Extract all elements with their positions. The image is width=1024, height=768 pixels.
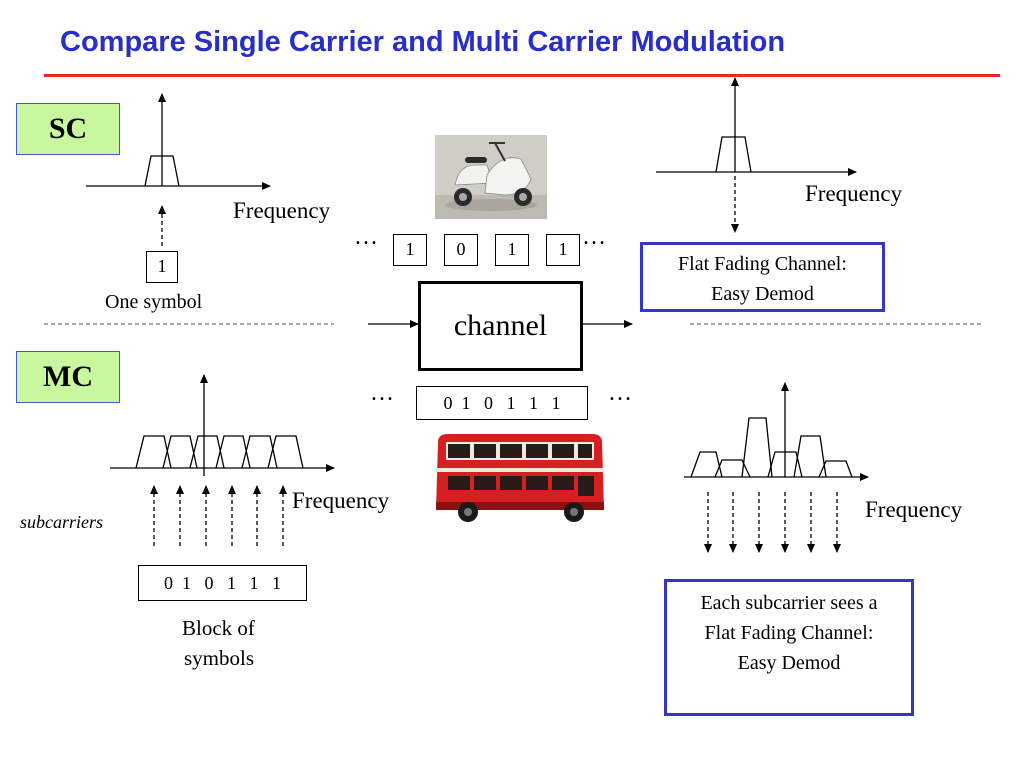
subcarriers-label: subcarriers xyxy=(20,512,104,532)
mc-stream-block: 0 1 0 1 1 1 xyxy=(416,386,588,420)
sc-input-spectrum xyxy=(86,93,271,190)
page-title: Compare Single Carrier and Multi Carrier… xyxy=(60,26,786,58)
mc-input-block: 0 1 0 1 1 1 xyxy=(138,565,307,601)
sc-stream-symbol-2: 0 xyxy=(444,234,478,266)
sc-label: SC xyxy=(16,103,120,155)
each-subcarrier-box: Each subcarrier sees a Flat Fading Chann… xyxy=(664,579,914,716)
flat-fading-line1: Flat Fading Channel: xyxy=(678,253,847,275)
flat-fading-box: Flat Fading Channel: Easy Demod xyxy=(640,242,885,312)
sc-output-frequency-label: Frequency xyxy=(805,181,903,206)
sc-symbol-box: 1 xyxy=(146,251,178,283)
mc-stream-ellipsis-left: … xyxy=(370,380,394,406)
sc-stream-symbol-3: 1 xyxy=(495,234,529,266)
each-subcarrier-line2: Flat Fading Channel: xyxy=(704,622,874,644)
sc-input-frequency-label: Frequency xyxy=(233,198,331,223)
mc-input-frequency-label: Frequency xyxy=(292,488,390,513)
flat-fading-line2: Easy Demod xyxy=(711,283,814,305)
mc-label: MC xyxy=(16,351,120,403)
each-subcarrier-line1: Each subcarrier sees a xyxy=(700,592,878,614)
channel-box: channel xyxy=(418,281,583,371)
one-symbol-label: One symbol xyxy=(105,291,203,313)
sc-stream-ellipsis-left: … xyxy=(354,224,378,250)
mc-stream-ellipsis-right: … xyxy=(608,380,632,406)
block-of-symbols-line1: Block of xyxy=(182,616,255,640)
sc-output-spectrum xyxy=(656,77,857,176)
bus-image xyxy=(436,434,604,522)
mc-input-spectrum xyxy=(110,374,335,476)
title-divider xyxy=(44,74,1000,77)
sc-stream-symbol-1: 1 xyxy=(393,234,427,266)
mc-output-subcarrier-arrows xyxy=(704,492,841,553)
mc-input-subcarrier-arrows xyxy=(150,485,287,546)
sc-stream-symbol-4: 1 xyxy=(546,234,580,266)
block-of-symbols-line2: symbols xyxy=(184,646,255,670)
each-subcarrier-line3: Easy Demod xyxy=(737,652,841,674)
mc-output-frequency-label: Frequency xyxy=(865,497,963,522)
mc-output-spectrum xyxy=(684,382,869,481)
scooter-image xyxy=(435,135,547,219)
sc-stream-ellipsis-right: … xyxy=(582,224,606,250)
